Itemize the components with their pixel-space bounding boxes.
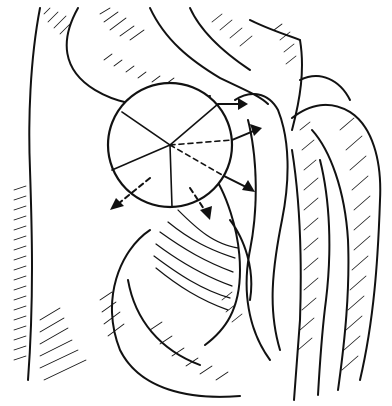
fibre-fan: [154, 210, 238, 310]
sector-circle: [108, 83, 232, 207]
arrow-right-upper: [232, 124, 262, 140]
arrow-top-right: [218, 98, 248, 110]
groin-curve: [112, 230, 240, 397]
groin-hatching: [40, 292, 124, 380]
arrow-right-lower: [224, 176, 255, 192]
